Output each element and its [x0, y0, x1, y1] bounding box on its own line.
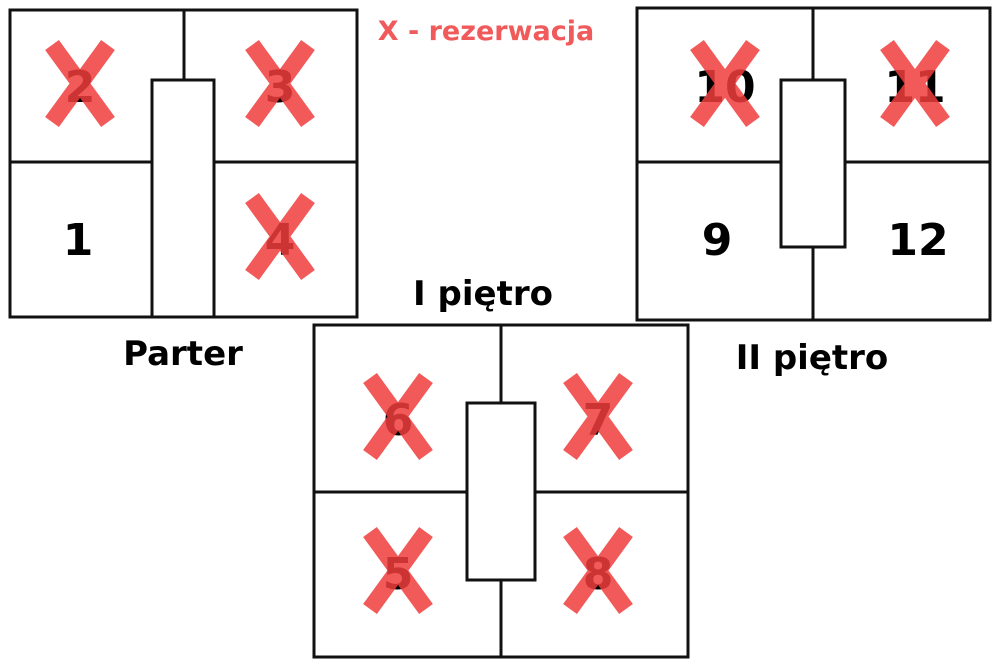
floor-pietro-2: 10 11 9 12 II piętro [635, 6, 992, 378]
room-number: 9 [702, 215, 733, 266]
floor-pietro-1: 6 7 5 8 I piętro [312, 274, 690, 659]
room-6: 6 [363, 373, 433, 460]
room-10: 10 [690, 40, 760, 127]
stairwell [150, 78, 216, 319]
room-1: 1 [63, 215, 94, 266]
reserved-x-mark-icon [690, 40, 760, 127]
room-12: 12 [887, 215, 948, 266]
reserved-x-mark-icon [363, 373, 433, 460]
room-9: 9 [702, 215, 733, 266]
reserved-x-mark-icon [245, 40, 315, 127]
room-7: 7 [563, 373, 633, 460]
room-2: 2 [45, 40, 115, 127]
room-3: 3 [245, 40, 315, 127]
room-8: 8 [563, 527, 633, 614]
legend-reservation: X - rezerwacja [378, 16, 594, 47]
reserved-x-mark-icon [563, 527, 633, 614]
reserved-x-mark-icon [45, 40, 115, 127]
reserved-x-mark-icon [363, 527, 433, 614]
reserved-x-mark-icon [245, 193, 315, 280]
room-number: 12 [887, 215, 948, 266]
stairwell [779, 78, 847, 249]
room-number: 1 [63, 215, 94, 266]
stairwell [465, 401, 537, 582]
reserved-x-mark-icon [880, 40, 950, 127]
floor-label: II piętro [736, 338, 889, 378]
floor-label: I piętro [413, 274, 553, 314]
room-5: 5 [363, 527, 433, 614]
room-4: 4 [245, 193, 315, 280]
reserved-x-mark-icon [563, 373, 633, 460]
floor-label: Parter [123, 334, 243, 374]
room-11: 11 [880, 40, 950, 127]
